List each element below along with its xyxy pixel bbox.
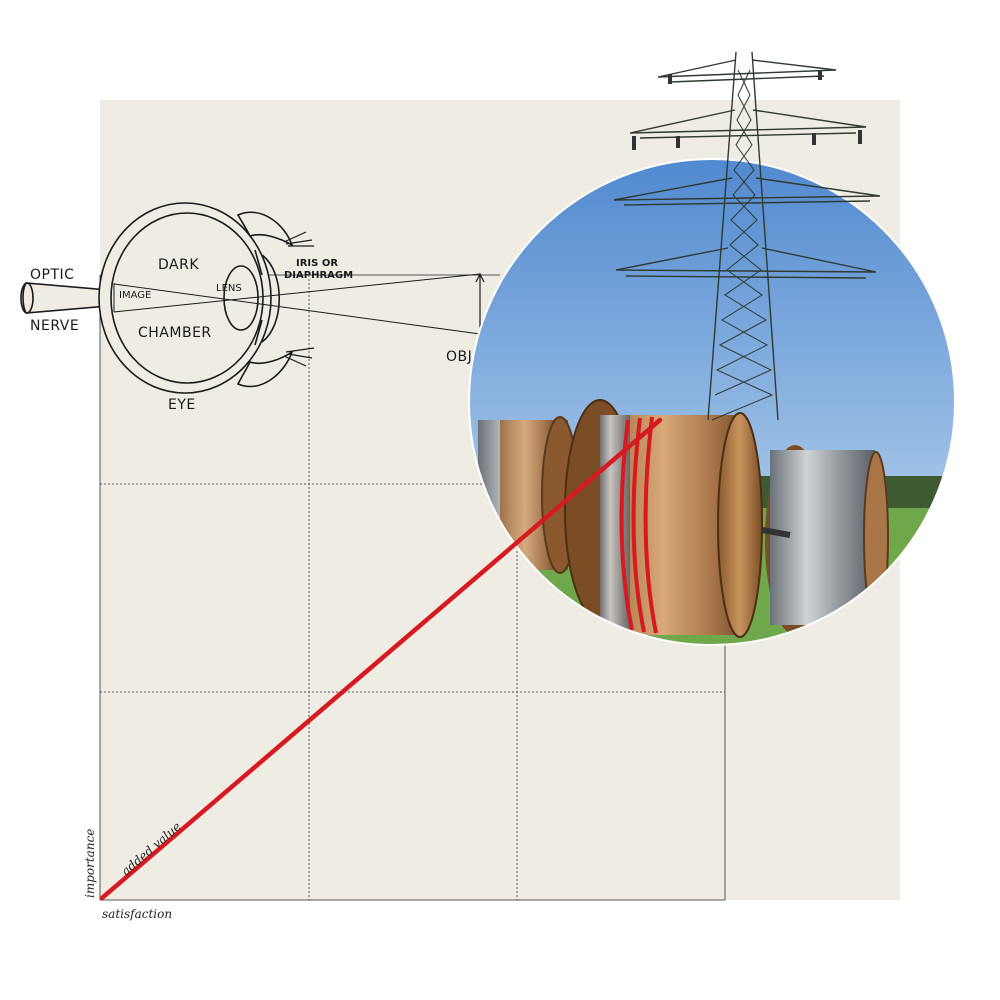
optic-nerve-end <box>20 282 34 314</box>
object-arrow-head <box>475 272 485 283</box>
label-chamber: CHAMBER <box>138 325 212 341</box>
label-optic: OPTIC <box>30 267 74 283</box>
ray-upper <box>113 283 481 335</box>
lens-shape <box>223 265 259 331</box>
x-axis-label: satisfaction <box>102 907 172 921</box>
photo-circle <box>469 159 955 645</box>
ray-lower <box>113 273 481 313</box>
iris-upper <box>254 249 263 276</box>
lower-eyelid <box>236 350 294 388</box>
eyeball-outer <box>98 202 272 394</box>
label-eye: EYE <box>168 397 196 413</box>
cornea <box>261 254 280 343</box>
iris-lower <box>254 319 263 346</box>
label-lens: LENS <box>216 283 242 294</box>
eyeball-inner <box>110 212 264 384</box>
label-nerve: NERVE <box>30 318 79 334</box>
upper-eyelashes <box>283 231 314 247</box>
photo-circle-edge <box>468 158 956 646</box>
optic-nerve-shape <box>22 282 109 314</box>
transmission-tower <box>613 51 881 421</box>
upper-eyelid <box>236 211 294 247</box>
label-iris: IRIS OR <box>296 258 338 269</box>
eye-diagram <box>20 202 485 394</box>
label-image: IMAGE <box>119 290 151 301</box>
added-value-line <box>99 417 663 901</box>
y-axis-label: importance <box>83 829 97 898</box>
lower-eyelashes <box>283 347 315 367</box>
label-diaphragm: DIAPHRAGM <box>284 270 353 281</box>
label-dark: DARK <box>158 257 199 273</box>
